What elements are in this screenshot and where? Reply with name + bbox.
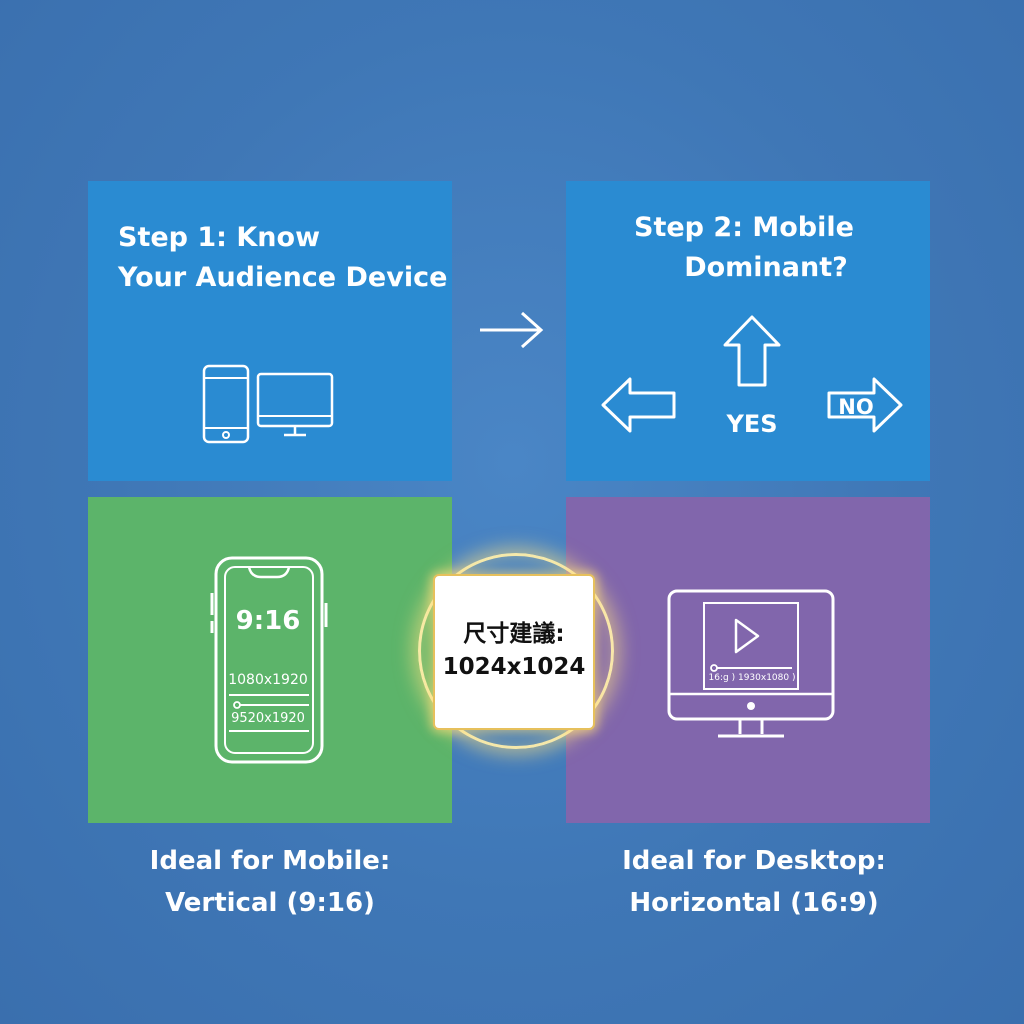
step2-title: Step 2: Mobile Dominant? <box>566 208 930 288</box>
size-suggestion-badge: 尺寸建議: 1024x1024 <box>433 574 595 730</box>
vertical-phone-icon <box>211 555 327 765</box>
step1-title-line1: Step 1: Know <box>118 222 321 253</box>
step2-title-line1: Step 2: Mobile <box>634 212 854 243</box>
phone-icon <box>202 364 252 444</box>
desktop-caption: Ideal for Desktop: Horizontal (16:9) <box>566 840 942 924</box>
step2-panel <box>566 181 930 481</box>
step1-title-line2: Your Audience Device <box>118 262 448 293</box>
badge-label: 尺寸建議: <box>463 621 565 647</box>
mobile-ratio-label: 9:16 <box>235 606 301 636</box>
yes-label: YES <box>726 410 778 438</box>
badge-size: 1024x1024 <box>442 654 586 680</box>
desktop-resolution-label: 16:g ) 1930x1080 ) <box>708 673 796 683</box>
mobile-caption-line1: Ideal for Mobile: <box>149 846 391 876</box>
mobile-caption: Ideal for Mobile: Vertical (9:16) <box>88 840 452 924</box>
desktop-monitor-icon <box>256 372 336 438</box>
desktop-video-monitor-icon <box>666 588 836 740</box>
no-label: NO <box>838 395 874 419</box>
desktop-caption-line1: Ideal for Desktop: <box>622 846 886 876</box>
badge-glow-ring <box>418 553 614 749</box>
mobile-panel <box>88 497 452 823</box>
left-arrow-icon <box>600 376 678 434</box>
step1-title: Step 1: Know Your Audience Device <box>118 218 447 298</box>
desktop-panel <box>566 497 930 823</box>
mobile-resolution-label-2: 9520x1920 <box>231 711 305 726</box>
mobile-caption-line2: Vertical (9:16) <box>165 888 375 918</box>
right-arrow-icon <box>478 310 544 350</box>
desktop-caption-line2: Horizontal (16:9) <box>629 888 879 918</box>
up-arrow-icon <box>721 315 783 387</box>
no-right-arrow-icon <box>826 376 904 434</box>
step1-panel <box>88 181 452 481</box>
mobile-resolution-label: 1080x1920 <box>228 672 308 688</box>
step2-title-line2: Dominant? <box>684 252 848 283</box>
